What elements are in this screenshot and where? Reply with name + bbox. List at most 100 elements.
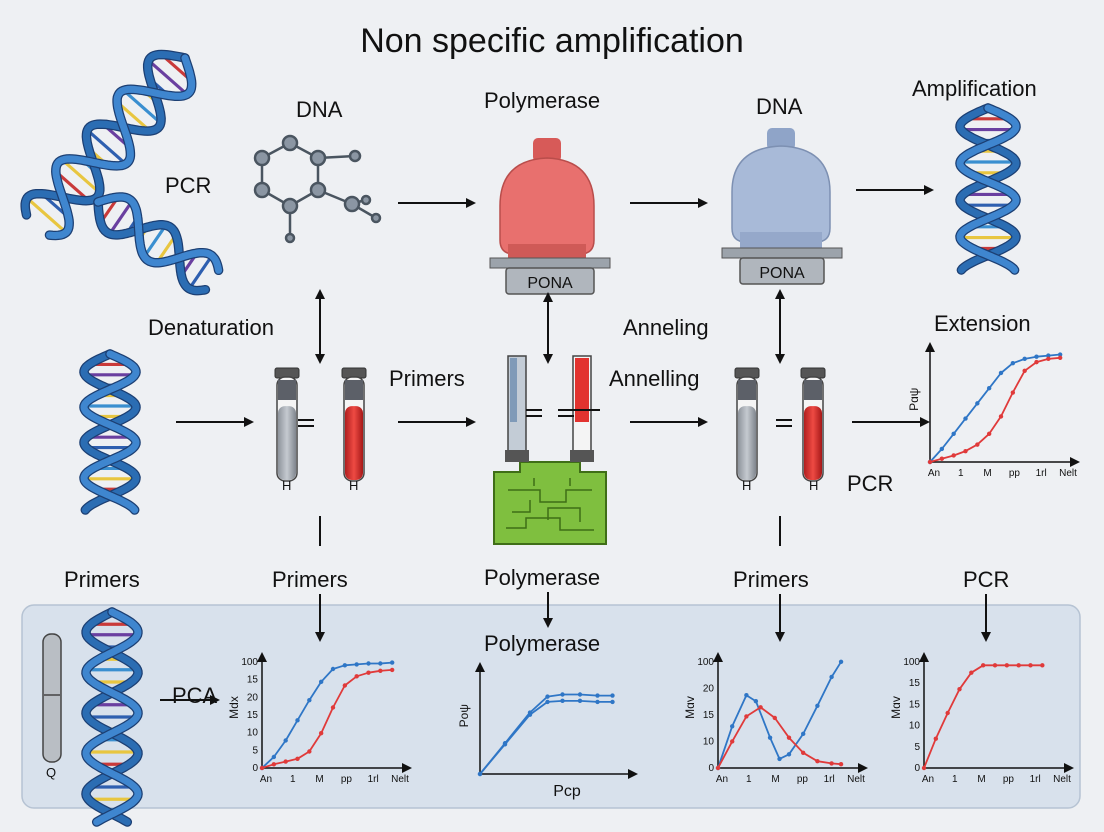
label-primers-mid: Primers xyxy=(389,366,465,391)
data-point xyxy=(957,686,962,692)
label-amplification: Amplification xyxy=(912,76,1037,101)
data-point xyxy=(1046,356,1051,362)
data-point xyxy=(610,699,615,705)
dna-helix-icon xyxy=(20,49,197,241)
series-line xyxy=(717,706,842,769)
equals-marks xyxy=(298,409,792,427)
data-point xyxy=(951,453,956,458)
data-point xyxy=(389,660,395,665)
data-point xyxy=(1022,356,1027,362)
data-point xyxy=(318,730,324,736)
test-tube-icon xyxy=(341,367,367,482)
data-point xyxy=(330,705,336,710)
data-point xyxy=(715,765,721,771)
data-point xyxy=(939,446,945,452)
data-point xyxy=(271,762,277,767)
data-point xyxy=(801,731,806,737)
data-point xyxy=(283,759,288,764)
data-point xyxy=(998,414,1004,419)
data-point xyxy=(815,703,820,708)
data-point xyxy=(838,762,844,767)
test-tube-icon xyxy=(42,633,62,763)
data-point xyxy=(772,715,777,721)
x-tick-label: 1 xyxy=(952,774,958,785)
data-point xyxy=(1022,368,1027,373)
bottom-panel xyxy=(21,604,1081,809)
y-tick-label: 5 xyxy=(914,742,920,753)
data-point xyxy=(342,683,348,688)
x-tick-label: 1rl xyxy=(1036,468,1047,479)
data-point xyxy=(939,456,945,461)
label-pcr-top: PCR xyxy=(165,173,212,198)
data-point xyxy=(1034,354,1039,359)
microchip-icon xyxy=(493,461,607,545)
data-point xyxy=(963,416,968,421)
data-point xyxy=(730,724,735,729)
dna-helix-icon xyxy=(81,607,143,827)
series-line xyxy=(929,353,1061,463)
y-tick-label: 15 xyxy=(703,710,715,721)
y-tick-label: 15 xyxy=(247,710,259,721)
data-point xyxy=(318,679,324,685)
y-tick-label: 0 xyxy=(708,763,714,774)
data-point xyxy=(992,663,998,668)
data-point xyxy=(1057,355,1063,360)
data-point xyxy=(1028,663,1033,668)
data-point xyxy=(354,662,359,667)
dna-helix-icon xyxy=(79,349,141,515)
data-point xyxy=(786,735,792,740)
data-point xyxy=(744,692,749,698)
data-point xyxy=(838,659,844,664)
tube-label-q: Q xyxy=(46,765,57,780)
y-tick-label: 100 xyxy=(241,657,258,668)
label-anneling: Anneling xyxy=(623,315,709,340)
x-tick-label: An xyxy=(922,774,934,785)
x-tick-label: pp xyxy=(1009,468,1021,479)
dna-helix-icon xyxy=(955,103,1021,275)
data-point xyxy=(342,663,348,668)
label-pcr-b: PCR xyxy=(963,567,1010,592)
x-tick-label: M xyxy=(977,774,985,785)
data-point xyxy=(1034,359,1039,365)
data-point xyxy=(378,661,383,666)
x-axis-label: Pcp xyxy=(553,783,581,800)
polymerase-machine-icon xyxy=(489,138,611,295)
y-axis-label: Mɑv xyxy=(889,696,903,719)
data-point xyxy=(933,736,939,741)
data-point xyxy=(271,754,277,760)
data-point xyxy=(980,663,986,668)
data-point xyxy=(969,670,974,675)
data-point xyxy=(815,758,820,764)
data-point xyxy=(786,752,792,757)
x-tick-label: An xyxy=(716,774,728,785)
data-point xyxy=(829,761,834,766)
data-point xyxy=(595,699,600,705)
data-point xyxy=(595,693,600,698)
test-tube-icon xyxy=(505,355,594,462)
data-point xyxy=(330,666,336,672)
data-point xyxy=(986,431,992,436)
data-point xyxy=(527,712,533,717)
label-extension: Extension xyxy=(934,311,1031,336)
x-tick-label: An xyxy=(928,468,940,479)
x-tick-label: pp xyxy=(797,774,809,785)
label-dna-right: DNA xyxy=(756,94,803,119)
data-point xyxy=(502,742,508,747)
x-tick-label: 1rl xyxy=(1030,774,1041,785)
y-tick-label: 100 xyxy=(903,657,920,668)
x-tick-label: Nelt xyxy=(1053,774,1071,785)
data-point xyxy=(744,714,749,719)
x-tick-label: 1 xyxy=(746,774,752,785)
y-axis-label: Poψ xyxy=(457,704,471,727)
tube-label-h2: H xyxy=(349,478,359,493)
x-tick-label: 1rl xyxy=(824,774,835,785)
x-tick-label: 1rl xyxy=(368,774,379,785)
label-pcr-mid: PCR xyxy=(847,471,894,496)
series-line xyxy=(479,700,613,775)
